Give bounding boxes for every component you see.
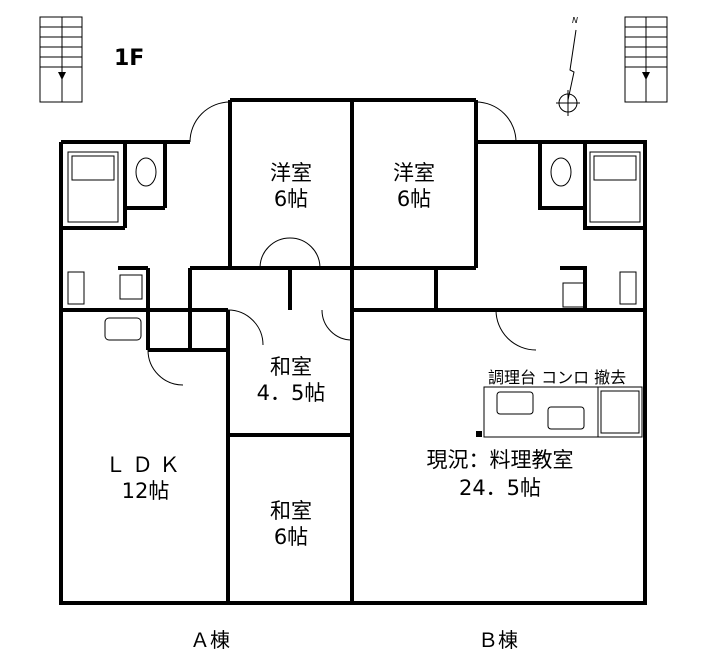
kitchen-note: 調理台 コンロ 撤去 — [488, 368, 627, 387]
room-western-2: 洋室 6帖 — [354, 160, 474, 212]
room-japanese-6: 和室 6帖 — [230, 498, 352, 550]
room-japanese-45: 和室 4．5帖 — [230, 354, 352, 406]
room-size: 24．5帖 — [458, 476, 542, 500]
room-name: 和室 — [270, 499, 312, 523]
stairs-right — [624, 16, 668, 103]
room-size: 4．5帖 — [256, 381, 326, 405]
room-western-1: 洋室 6帖 — [232, 160, 350, 212]
room-size: 6帖 — [396, 187, 432, 211]
room-ldk: ＬＤＫ 12帖 — [63, 452, 228, 504]
room-size: 12帖 — [121, 479, 170, 503]
room-size: 6帖 — [273, 525, 309, 549]
north-label: N — [572, 16, 578, 25]
north-arrow-icon — [556, 29, 580, 116]
room-classroom: 現況：料理教室 24．5帖 — [380, 446, 620, 502]
room-name: 和室 — [270, 355, 312, 379]
room-name: 洋室 — [393, 161, 435, 185]
room-name: 現況：料理教室 — [426, 448, 574, 472]
fixtures — [67, 101, 643, 438]
room-name: 洋室 — [270, 161, 312, 185]
building-b-label: Ｂ棟 — [478, 628, 518, 652]
walls — [59, 98, 647, 605]
building-a-label: Ａ棟 — [190, 628, 230, 652]
stairs-left — [39, 16, 83, 103]
room-size: 6帖 — [273, 187, 309, 211]
room-name: ＬＤＫ — [105, 453, 186, 477]
floor-label: 1F — [114, 46, 145, 71]
